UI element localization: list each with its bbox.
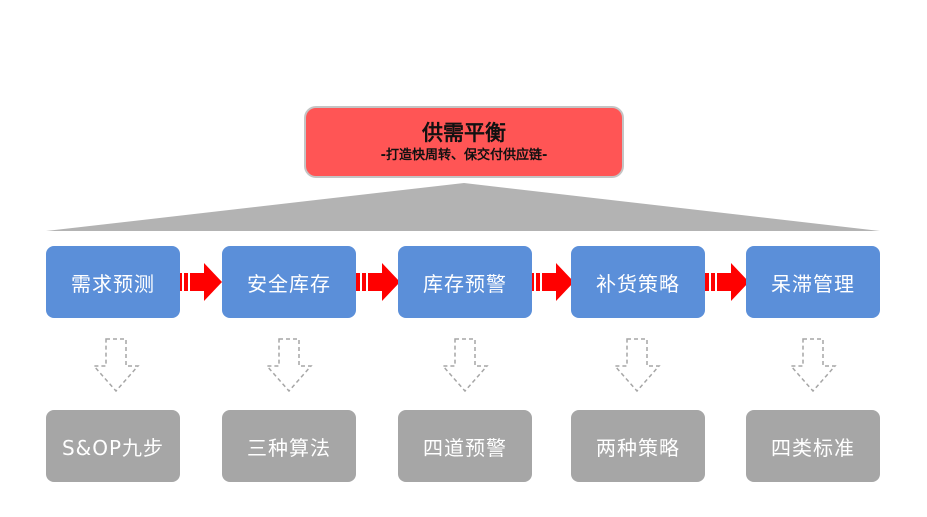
- down-arrow-5: [789, 338, 837, 393]
- header-title: 供需平衡: [422, 120, 506, 145]
- down-arrow-3: [441, 338, 489, 393]
- step-box-1: 需求预测: [46, 246, 180, 318]
- result-box-3: 四道预警: [398, 410, 532, 482]
- result-box-1: S&OP九步: [46, 410, 180, 482]
- step-box-2: 安全库存: [222, 246, 356, 318]
- spread-triangle: [46, 183, 880, 231]
- down-arrow-2: [265, 338, 313, 393]
- header-box: 供需平衡 -打造快周转、保交付供应链-: [304, 106, 624, 178]
- step-box-4: 补货策略: [571, 246, 705, 318]
- down-arrow-4: [613, 338, 661, 393]
- step-box-5: 呆滞管理: [746, 246, 880, 318]
- flow-arrow-2: [356, 263, 400, 301]
- flow-arrow-3: [530, 263, 574, 301]
- result-box-4: 两种策略: [571, 410, 705, 482]
- down-arrow-1: [92, 338, 140, 393]
- flow-arrow-4: [705, 263, 749, 301]
- result-box-5: 四类标准: [746, 410, 880, 482]
- header-subtitle: -打造快周转、保交付供应链-: [380, 147, 548, 163]
- flow-arrow-1: [178, 263, 222, 301]
- result-box-2: 三种算法: [222, 410, 356, 482]
- step-box-3: 库存预警: [398, 246, 532, 318]
